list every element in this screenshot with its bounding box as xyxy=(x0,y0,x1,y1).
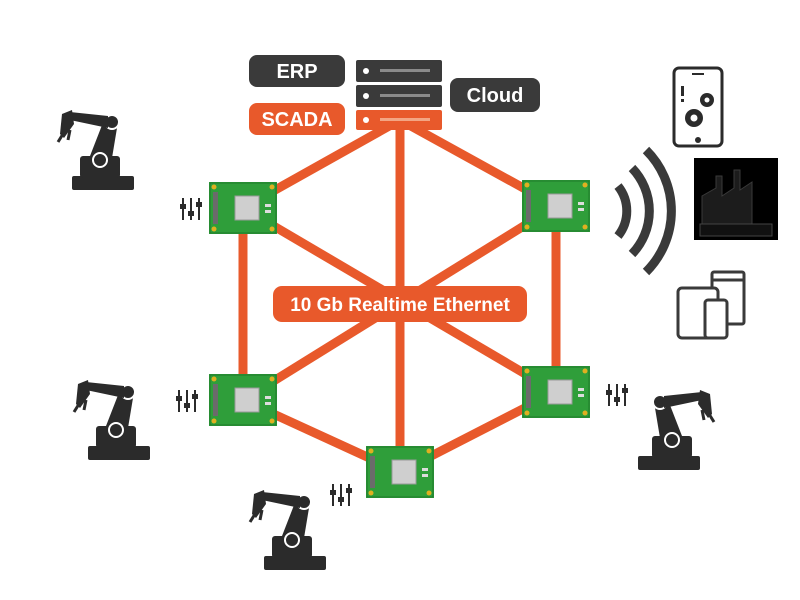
sliders-icon xyxy=(605,383,629,407)
node-board-bottom xyxy=(365,445,435,499)
sliders-icon xyxy=(175,389,199,413)
network-label: 10 Gb Realtime Ethernet xyxy=(273,286,527,322)
cloud-label: Cloud xyxy=(450,78,540,112)
robot-arm-icon xyxy=(56,108,136,192)
node-board-top-right xyxy=(521,179,591,233)
network-label-text: 10 Gb Realtime Ethernet xyxy=(290,295,510,316)
wireless-signal-icon xyxy=(614,146,676,276)
robot-arm-icon xyxy=(636,388,716,472)
server-rack-icon xyxy=(356,60,442,130)
robot-arm-icon xyxy=(72,378,152,462)
sliders-icon xyxy=(179,197,203,221)
scada-label: SCADA xyxy=(249,103,345,135)
node-board-bottom-left xyxy=(208,373,278,427)
scada-label-text: SCADA xyxy=(261,109,332,131)
node-board-top-left xyxy=(208,181,278,235)
erp-label: ERP xyxy=(249,55,345,87)
factory-icon xyxy=(694,158,778,240)
robot-arm-icon xyxy=(248,488,328,572)
node-board-bottom-right xyxy=(521,365,591,419)
sliders-icon xyxy=(329,483,353,507)
smartphone-gears-icon xyxy=(672,66,724,148)
devices-icon xyxy=(676,270,746,340)
erp-label-text: ERP xyxy=(276,61,317,83)
cloud-label-text: Cloud xyxy=(467,85,524,107)
